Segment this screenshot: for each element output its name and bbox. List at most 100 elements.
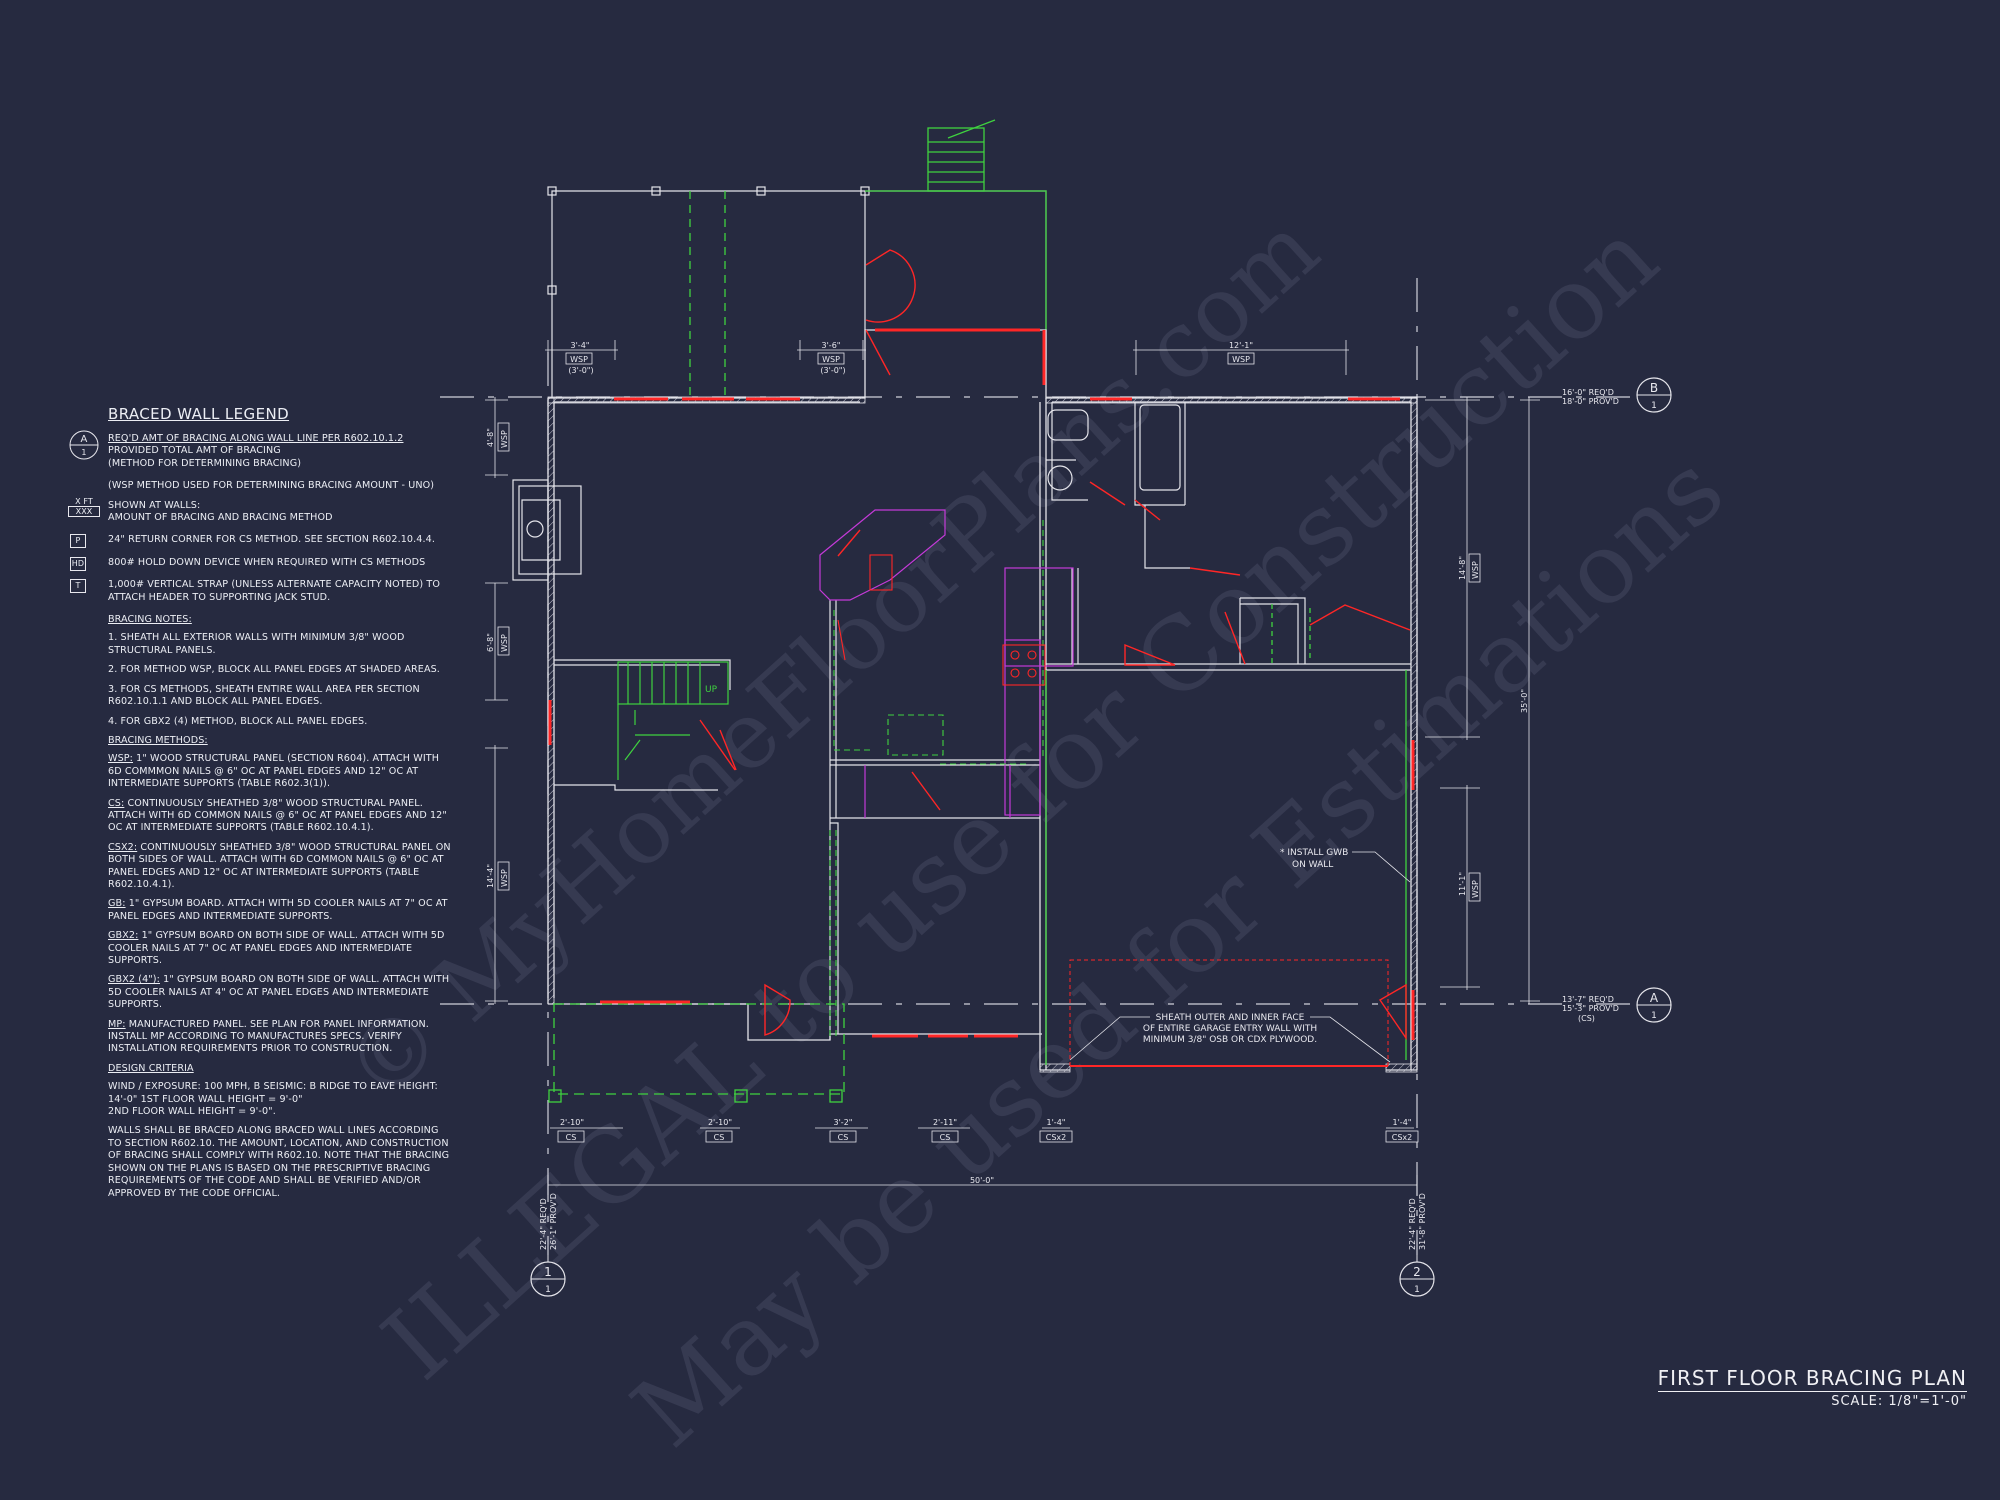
note-sheath-line-1: SHEATH OUTER AND INNER FACE (1156, 1013, 1305, 1023)
grid-b-bottom: 1 (1651, 401, 1657, 411)
symbol-p-text: 24" RETURN CORNER FOR CS METHOD. SEE SEC… (108, 534, 435, 546)
grid-1-bottom: 1 (545, 1285, 551, 1295)
wall-symbol-icon: X FT XXX (68, 497, 100, 517)
bottom-callout-2-method: CS (714, 1133, 725, 1142)
rear-porch (547, 186, 1047, 398)
gridline-symbol-bottom: 1 (81, 448, 86, 457)
legend-wall-entry: X FT XXX SHOWN AT WALLS: AMOUNT OF BRACI… (68, 497, 453, 525)
grid-a-prov: 15'-3" PROV'D (1562, 1004, 1619, 1013)
legend-symbol-t: T 1,000# VERTICAL STRAP (UNLESS ALTERNAT… (70, 579, 453, 604)
symbol-hd-text: 800# HOLD DOWN DEVICE WHEN REQUIRED WITH… (108, 556, 426, 568)
overall-right-dim: 35'-0" (1520, 689, 1529, 713)
top-callout-2-method: WSP (822, 355, 840, 364)
kitchen-island (837, 554, 1046, 686)
kitchen-green (829, 520, 1044, 1040)
top-callout-3-method: WSP (1232, 355, 1250, 364)
right-callouts (1425, 397, 1540, 1004)
gridline-symbol-top: A (81, 434, 88, 445)
right-callout-2-method: WSP (1471, 880, 1480, 898)
bottom-callout-5-method: CSx2 (1046, 1133, 1067, 1142)
wsp-note: (WSP METHOD USED FOR DETERMINING BRACING… (108, 480, 435, 492)
grid-bubble-a: A 1 13'-7" REQ'D 15'-3" PROV'D (CS) (1562, 987, 1672, 1023)
method-gbx2-4: GBx2 (4"): 1" GYPSUM BOARD ON BOTH SIDE … (108, 974, 450, 1011)
legend-title: BRACED WALL LEGEND (108, 405, 290, 423)
bottom-callout-1-method: CS (566, 1133, 577, 1142)
grid-bubble-1: 1 1 22'-4" REQ'D 26'-1" PROV'D (530, 1193, 566, 1297)
wall-symbol-bottom: XXX (68, 505, 100, 517)
method-gb: GB: 1" GYPSUM BOARD. ATTACH WITH 5d COOL… (108, 898, 448, 922)
grid-a-req: 13'-7" REQ'D (1562, 995, 1614, 1004)
method-gbx2: GBx2: 1" GYPSUM BOARD ON BOTH SIDE OF WA… (108, 930, 445, 966)
bracing-methods-heading: BRACING METHODS: (108, 734, 208, 746)
grid-a-bottom: 1 (1651, 1011, 1657, 1021)
bottom-callout-1-dim: 2'-10" (560, 1118, 584, 1127)
left-callouts (485, 397, 510, 1004)
grid-1-top: 1 (544, 1265, 552, 1279)
design-criteria-heading: DESIGN CRITERIA (108, 1062, 194, 1074)
bottom-callout-3-method: CS (838, 1133, 849, 1142)
note-sheath: SHEATH OUTER AND INNER FACE OF ENTIRE GA… (1069, 1013, 1391, 1063)
bracing-note-3: 3. FOR CS METHODS, SHEATH ENTIRE WALL AR… (108, 683, 420, 708)
design-ridge: RIDGE TO EAVE HEIGHT: 14'-0" (108, 1081, 438, 1105)
symbol-t-text: 1,000# VERTICAL STRAP (UNLESS ALTERNATE … (108, 579, 440, 603)
note-sheath-line-3: MINIMUM 3/8" OSB OR CDX PLYWOOD. (1143, 1035, 1317, 1045)
exterior-walls (547, 329, 1418, 1071)
plan-title: FIRST FLOOR BRACING PLAN (1657, 1366, 1967, 1392)
gridline-text-2: PROVIDED TOTAL AMT OF BRACING (108, 445, 281, 457)
bracing-note-2: 2. FOR METHOD WSP, BLOCK ALL PANEL EDGES… (108, 664, 440, 676)
top-callout-3-dim: 12'-1" (1229, 341, 1253, 350)
gridline-text-3: (METHOD FOR DETERMINING BRACING) (108, 457, 302, 469)
left-callout-3-dim: 14'-4" (486, 864, 495, 888)
bracing-note-4: 4. FOR GBx2 (4) METHOD, BLOCK ALL PANEL … (108, 715, 368, 727)
grid-2-req: 22'-4" REQ'D (1408, 1198, 1417, 1250)
method-cs: CS: CONTINUOUSLY SHEATHED 3/8" WOOD STRU… (108, 797, 447, 834)
note-sheath-line-2: OF ENTIRE GARAGE ENTRY WALL WITH (1143, 1024, 1317, 1034)
design-seismic: SEISMIC: B (263, 1081, 317, 1093)
note-gwb-line-1: * INSTALL GWB (1280, 848, 1348, 858)
bottom-callout-5-dim: 1'-4" (1047, 1118, 1066, 1127)
wall-symbol-top: X FT (75, 496, 93, 506)
top-callout-2: 3'-6" WSP (3'-0") (797, 340, 866, 375)
grid-bubble-2: 2 1 22'-4" REQ'D 31'-8" PROV'D (1399, 1193, 1435, 1297)
stairs: UP (617, 661, 729, 780)
fireplace (512, 479, 582, 581)
bottom-callout-4-dim: 2'-11" (933, 1118, 957, 1127)
grid-b-req: 16'-0" REQ'D (1562, 388, 1614, 397)
left-callout-2-method: WSP (500, 634, 509, 652)
kitchen-cabinets (819, 509, 1074, 818)
bracing-notes-heading: BRACING NOTES: (108, 614, 192, 626)
grid-2-prov: 31'-8" PROV'D (1418, 1193, 1427, 1250)
grid-2-top: 2 (1413, 1265, 1421, 1279)
braced-wall-legend: BRACED WALL LEGEND A 1 REQ'D AMT OF BRAC… (68, 405, 453, 1207)
braced-panels (548, 328, 1415, 1040)
grid-bubble-b: B 1 16'-0" REQ'D 18'-0" PROV'D (1562, 377, 1672, 413)
interior-walls (554, 402, 1411, 1040)
rear-porch-green (689, 119, 1047, 398)
legend-gridline-entry: A 1 REQ'D AMT OF BRACING ALONG WALL LINE… (69, 430, 453, 470)
bottom-callouts (547, 1127, 1419, 1195)
method-csx2: CSx2: CONTINUOUSLY SHEATHED 3/8" WOOD ST… (108, 841, 451, 890)
t-badge-icon: T (70, 579, 86, 594)
bottom-callout-2-dim: 2'-10" (708, 1118, 732, 1127)
overall-bottom-dim: 50'-0" (970, 1176, 994, 1185)
bracing-note-1: 1. SHEATH ALL EXTERIOR WALLS WITH MINIMU… (108, 632, 405, 656)
top-callout-2-sub: (3'-0") (820, 366, 845, 375)
left-callout-1-dim: 4'-8" (486, 428, 495, 447)
bottom-callout-6-dim: 1'-4" (1393, 1118, 1412, 1127)
bottom-callout-4-method: CS (940, 1133, 951, 1142)
grid-2-bottom: 1 (1414, 1285, 1420, 1295)
method-mp: MP: MANUFACTURED PANEL. SEE PLAN FOR PAN… (108, 1018, 429, 1055)
hd-badge-icon: HD (70, 556, 86, 571)
left-callout-3-method: WSP (500, 869, 509, 887)
bottom-callout-6-method: CSx2 (1392, 1133, 1413, 1142)
stair-up-label: UP (705, 685, 718, 695)
grid-a-method: (CS) (1578, 1014, 1595, 1023)
right-callout-1-method: WSP (1471, 561, 1480, 579)
method-wsp: WSP: 1" WOOD STRUCTURAL PANEL (SECTION R… (108, 753, 440, 790)
top-callout-1-method: WSP (570, 355, 588, 364)
door-swings (699, 249, 1411, 1041)
legend-symbol-p: P 24" RETURN CORNER FOR CS METHOD. SEE S… (70, 534, 453, 549)
note-gwb: * INSTALL GWB ON WALL (1280, 848, 1411, 883)
right-callout-2-dim: 11'-1" (1458, 872, 1467, 896)
